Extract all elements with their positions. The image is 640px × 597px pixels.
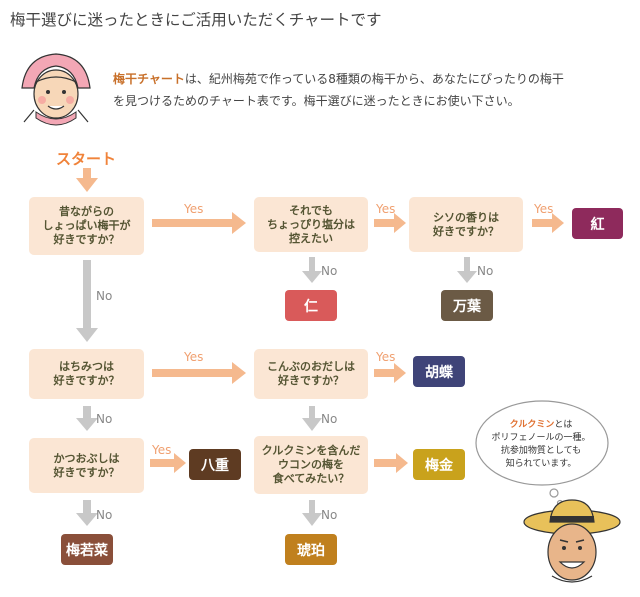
question-salty: 昔ながらのしょっぱい梅干が好きですか？ xyxy=(29,197,144,255)
no-label: No xyxy=(321,264,338,278)
yes-label: Yes xyxy=(376,350,396,364)
page-title: 梅干選びに迷ったときにご活用いただくチャートです xyxy=(10,11,382,29)
woman-illustration xyxy=(21,53,91,126)
result-jin[interactable]: 仁 xyxy=(285,290,337,321)
no-label: No xyxy=(321,412,338,426)
no-label: No xyxy=(96,508,113,522)
no-label: No xyxy=(96,412,113,426)
yes-label: Yes xyxy=(152,443,172,457)
result-yae[interactable]: 八重 xyxy=(189,449,241,480)
no-label: No xyxy=(321,508,338,522)
result-kocho[interactable]: 胡蝶 xyxy=(413,356,465,387)
result-beni[interactable]: 紅 xyxy=(572,208,623,239)
no-arrows xyxy=(76,257,477,526)
question-curcumin: クルクミンを含んだウコンの梅を食べてみたい？ xyxy=(254,436,368,494)
intro-text: 梅干チャートは、紀州梅苑で作っている8種類の梅干から、あなたにぴったりの梅干 を… xyxy=(113,68,633,112)
yes-label: Yes xyxy=(184,202,204,216)
question-kombu: こんぶのおだしは好きですか？ xyxy=(254,349,368,399)
question-less-salt: それでもちょっぴり塩分は控えたい xyxy=(254,197,368,252)
no-label: No xyxy=(477,264,494,278)
result-umewakana[interactable]: 梅若菜 xyxy=(61,534,113,565)
no-label: No xyxy=(96,289,113,303)
farmer-illustration xyxy=(523,499,621,583)
question-shiso: シソの香りは好きですか？ xyxy=(409,197,523,252)
result-manyo[interactable]: 万葉 xyxy=(441,290,493,321)
intro-highlight: 梅干チャート xyxy=(113,72,185,86)
question-honey: はちみつは好きですか？ xyxy=(29,349,144,399)
curcumin-note: クルクミンとは ポリフェノールの一種。 抗参加物質としても 知られています。 xyxy=(491,420,591,469)
intro-line1: は、紀州梅苑で作っている8種類の梅干から、あなたにぴったりの梅干 xyxy=(184,72,564,86)
bubble-highlight: クルクミン xyxy=(509,420,555,430)
result-kohaku[interactable]: 琥珀 xyxy=(285,534,337,565)
yes-label: Yes xyxy=(184,350,204,364)
yes-arrows xyxy=(76,168,564,473)
question-katsuobushi: かつおぶしは好きですか？ xyxy=(29,438,144,493)
result-umekin[interactable]: 梅金 xyxy=(413,449,465,480)
intro-line2: を見つけるためのチャート表です。梅干選びに迷ったときにお使い下さい。 xyxy=(113,94,520,108)
yes-label: Yes xyxy=(376,202,396,216)
yes-label: Yes xyxy=(534,202,554,216)
start-label: スタート xyxy=(56,150,117,168)
